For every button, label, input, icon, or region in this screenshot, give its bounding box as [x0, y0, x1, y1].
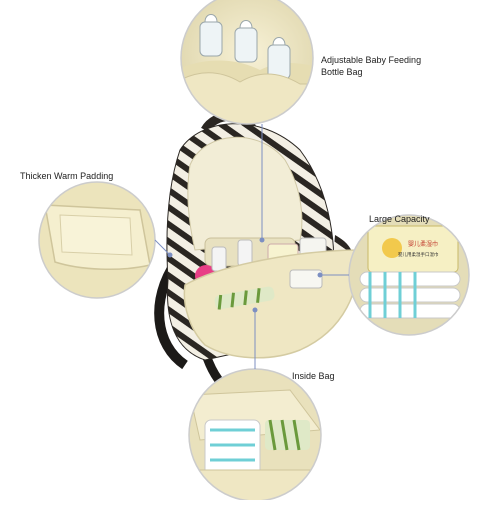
padding-label: Thicken Warm Padding — [20, 171, 114, 181]
bottle-bag-label-line2: Bottle Bag — [321, 67, 363, 77]
bag-lining — [187, 136, 303, 251]
capacity-callout: 婴儿柔湿巾 婴儿用柔湿手口湿巾 — [348, 214, 470, 336]
leader-lines — [154, 124, 349, 369]
wipes-sub-text: 婴儿用柔湿手口湿巾 — [398, 251, 439, 258]
bottle-bag-label-line1: Adjustable Baby Feeding — [321, 55, 422, 65]
backpack — [154, 111, 361, 396]
padding-callout — [38, 181, 156, 299]
bottle-bag-label: Adjustable Baby Feeding Bottle Bag — [321, 54, 421, 78]
inside-label: Inside Bag — [292, 371, 335, 381]
inside-callout — [188, 368, 322, 502]
capacity-label: Large Capacity — [369, 214, 430, 224]
bottle-bag-callout — [180, 0, 314, 125]
wipes-brand-text: 婴儿柔湿巾 — [408, 240, 438, 248]
